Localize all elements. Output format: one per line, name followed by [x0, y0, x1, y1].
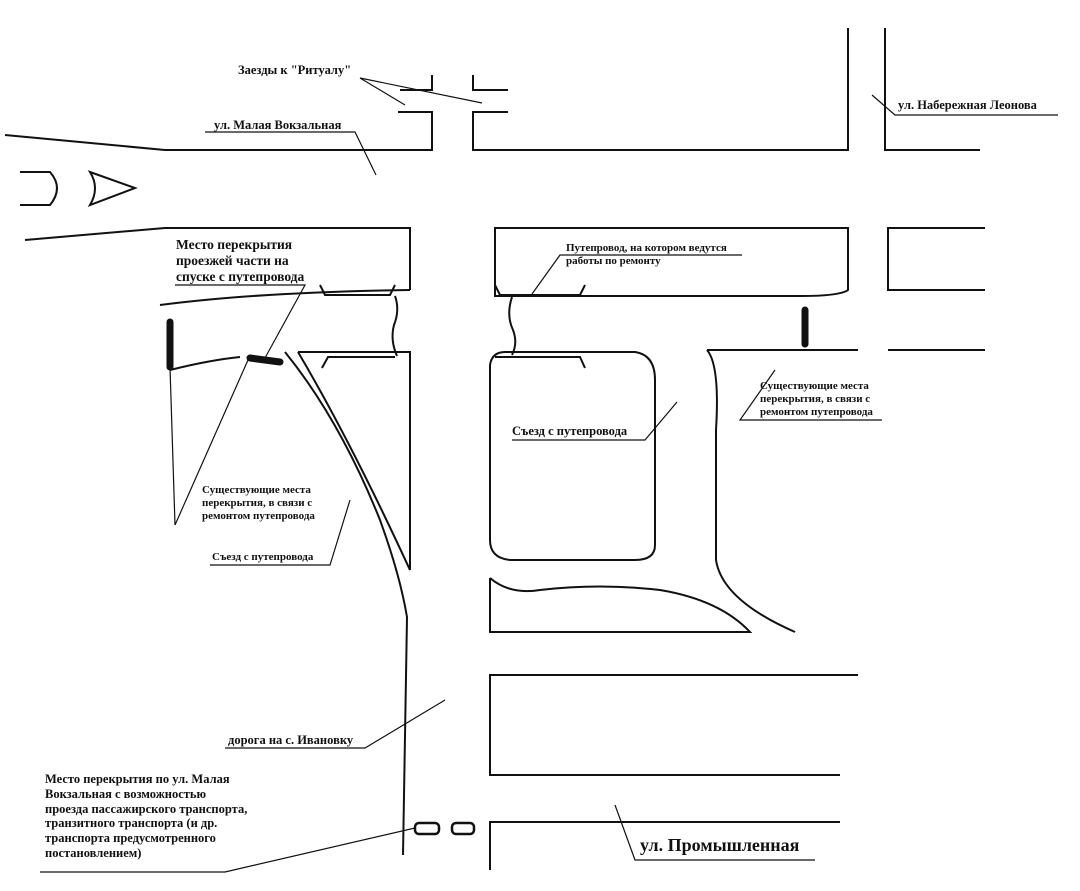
label-overpass-repair: Путепровод, на котором ведутся работы по… [566, 242, 727, 267]
leader-exit-center [512, 401, 678, 441]
overpass-marker-left-bottom [321, 356, 395, 369]
leader-ritual [359, 77, 406, 106]
overpass-marker-right-bottom [495, 356, 586, 369]
road-edge-north-right [472, 28, 849, 151]
leader-ivanovka [225, 699, 446, 749]
leader-malaya [205, 131, 377, 176]
leader-existing-left-a [169, 366, 176, 526]
label-naberezhnaya-leonova: ул. Набережная Леонова [898, 98, 1037, 112]
arrow-shape-left [20, 171, 58, 206]
ritual-entrance-left [400, 75, 433, 91]
road-edge-naberezhnaya [884, 28, 980, 151]
label-closure-malaya-vokzalnaya: Место перекрытия по ул. Малая Вокзальная… [45, 772, 248, 860]
leader-naberezhnaya [871, 94, 1058, 116]
closure-bar-descent [246, 354, 284, 366]
leader-overpass [531, 254, 742, 295]
road-edge-promyshlennaya [489, 821, 840, 870]
closure-block-2 [450, 821, 476, 836]
label-exit-overpass-center: Съезд с путепровода [512, 424, 628, 438]
overpass-marker-left-top [319, 284, 396, 296]
overpass-joint-right [508, 296, 517, 356]
curve-east [706, 349, 796, 633]
road-edge-ramp-upper [159, 289, 411, 306]
leader-exit-left [210, 499, 351, 566]
leader-closure-descent [175, 284, 307, 359]
label-ritual-entrances: Заезды к "Ритуалу" [238, 63, 352, 77]
leader-ritual-2 [359, 77, 483, 104]
island-lower [489, 577, 753, 633]
label-existing-closures-right: Существующие места перекрытия, в связи с… [760, 380, 873, 418]
leader-existing-right [738, 369, 882, 421]
closure-block-1 [413, 821, 441, 836]
ritual-entrance-right [472, 75, 508, 91]
block-left-lower [298, 351, 411, 570]
road-edge-malaya-vokzalnaya-north [4, 111, 433, 151]
block-ivanovka [489, 674, 858, 776]
leader-promyshlennaya [614, 804, 815, 861]
overpass-block [494, 227, 849, 297]
label-promyshlennaya: ул. Промышленная [640, 835, 800, 855]
label-existing-closures-left: Существующие места перекрытия, в связи с… [202, 484, 315, 522]
arrow-shape-triangle [87, 170, 138, 207]
road-edge-south-left [24, 227, 411, 290]
label-road-ivanovka: дорога на с. Ивановку [228, 733, 354, 747]
overpass-marker-right-top [494, 284, 586, 296]
ramp-edge-inner [297, 351, 411, 571]
label-malaya-vokzalnaya: ул. Малая Вокзальная [214, 118, 342, 132]
block-right-upper [887, 227, 985, 291]
label-exit-overpass-left: Съезд с путепровода [212, 551, 314, 563]
overpass-joint-left [391, 295, 399, 357]
road-edge-ramp-lower [169, 356, 241, 371]
leader-existing-left-b [174, 359, 249, 526]
exit-ramp-block [489, 351, 656, 561]
ramp-edge-outer [284, 351, 409, 856]
leader-lines [40, 77, 1058, 873]
label-closure-descent: Место перекрытия проезжей части на спуск… [176, 237, 305, 284]
leader-closure-bottom [40, 827, 416, 873]
